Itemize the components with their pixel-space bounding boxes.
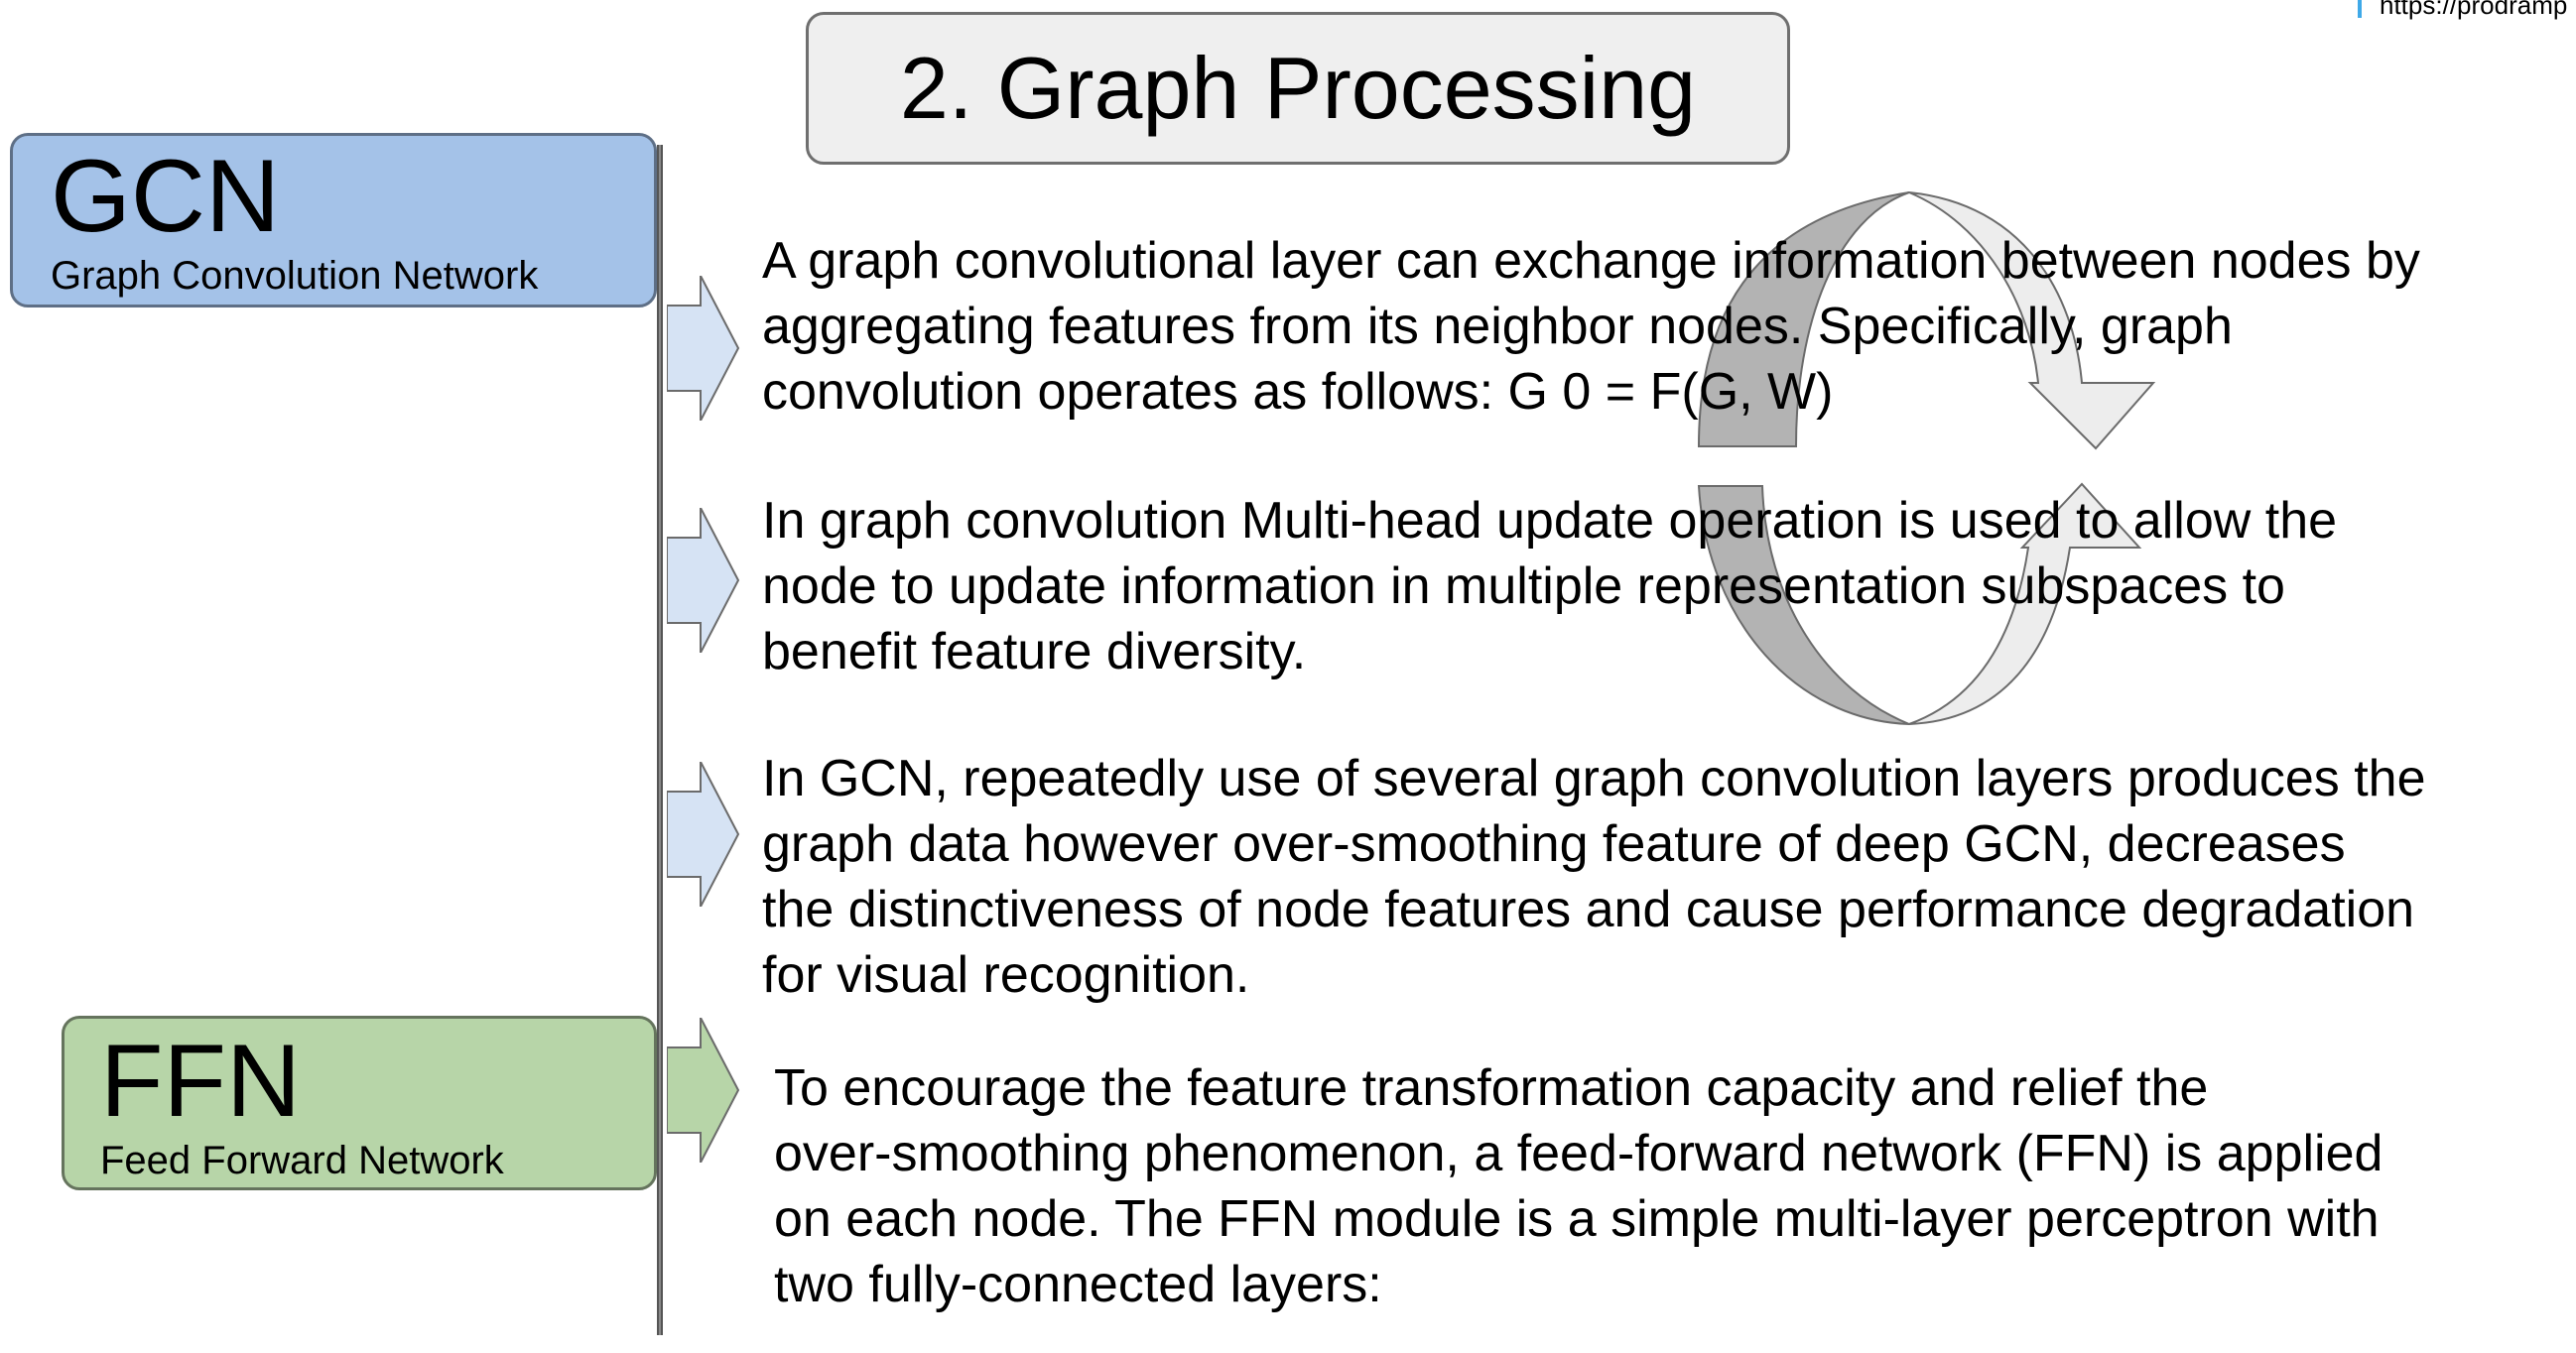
url-accent-bar xyxy=(2358,0,2362,18)
paragraph-line: node to update information in multiple r… xyxy=(762,557,2285,615)
paragraph-multi-head-update: In graph convolution Multi-head update o… xyxy=(762,488,2337,684)
right-chevron-arrow-icon xyxy=(667,508,740,653)
paragraph-line: the distinctiveness of node features and… xyxy=(762,881,2415,938)
gcn-full-name: Graph Convolution Network xyxy=(51,254,539,298)
paragraph-over-smoothing: In GCN, repeatedly use of several graph … xyxy=(762,746,2426,1008)
right-chevron-arrow-icon xyxy=(667,1018,740,1163)
paragraph-line: aggregating features from its neighbor n… xyxy=(762,298,2233,355)
paragraph-ffn: To encourage the feature transformation … xyxy=(774,1055,2383,1317)
slide-title: 2. Graph Processing xyxy=(899,39,1697,137)
ffn-label-box: FFN Feed Forward Network xyxy=(62,1016,657,1190)
ffn-full-name: Feed Forward Network xyxy=(100,1139,504,1182)
gcn-label-box: GCN Graph Convolution Network xyxy=(10,133,657,308)
right-chevron-arrow-icon xyxy=(667,276,740,421)
paragraph-line: benefit feature diversity. xyxy=(762,623,1307,680)
paragraph-line: graph data however over-smoothing featur… xyxy=(762,815,2346,873)
paragraph-line: To encourage the feature transformation … xyxy=(774,1059,2209,1117)
paragraph-line: two fully-connected layers: xyxy=(774,1256,1382,1313)
slide-title-box: 2. Graph Processing xyxy=(806,12,1790,165)
paragraph-line: In graph convolution Multi-head update o… xyxy=(762,492,2338,550)
ffn-abbreviation: FFN xyxy=(100,1024,302,1139)
paragraph-line: for visual recognition. xyxy=(762,946,1250,1004)
gcn-abbreviation: GCN xyxy=(51,139,281,254)
paragraph-line: on each node. The FFN module is a simple… xyxy=(774,1190,2380,1248)
paragraph-line: A graph convolutional layer can exchange… xyxy=(762,232,2420,290)
paragraph-line: In GCN, repeatedly use of several graph … xyxy=(762,750,2426,807)
paragraph-line: over-smoothing phenomenon, a feed-forwar… xyxy=(774,1125,2383,1182)
paragraph-line: convolution operates as follows: G 0 = F… xyxy=(762,363,1834,421)
right-chevron-arrow-icon xyxy=(667,762,740,907)
timeline-line xyxy=(657,145,663,1335)
circular-refresh-arrows-icon xyxy=(1697,191,2156,725)
paragraph-graph-conv-layer: A graph convolutional layer can exchange… xyxy=(762,228,2420,425)
url-link[interactable]: https://prodramp xyxy=(2380,0,2568,20)
